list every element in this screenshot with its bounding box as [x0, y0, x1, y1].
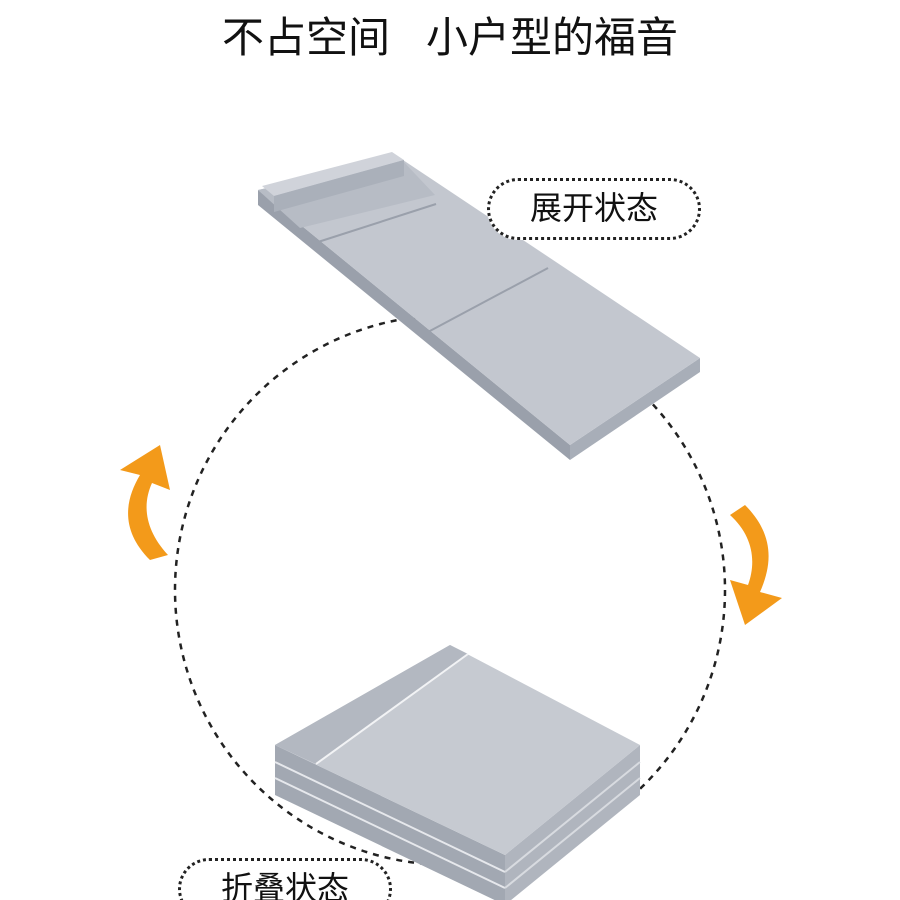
unfolded-label: 展开状态: [487, 178, 701, 240]
dashed-cycle-circle: [173, 313, 727, 867]
arrow-down-icon: [730, 505, 782, 625]
arrow-up-icon: [120, 445, 170, 560]
headline-rest: 小户型的福音: [426, 13, 679, 62]
unfolded-mattress: [258, 152, 700, 460]
folded-label: 折叠状态: [178, 858, 392, 900]
pillow: [262, 152, 404, 212]
folded-mattress: [274, 645, 641, 900]
headline: 不占空间小户型的福音: [0, 4, 900, 65]
headline-highlight: 不占空间: [221, 4, 391, 65]
